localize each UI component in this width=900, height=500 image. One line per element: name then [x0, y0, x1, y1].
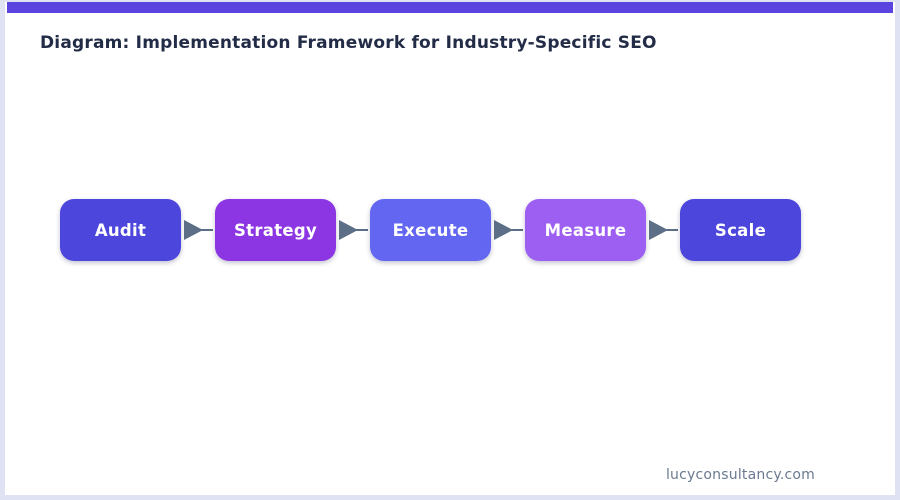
content-card: Diagram: Implementation Framework for In… — [5, 2, 895, 495]
right-arrow-icon — [494, 220, 523, 240]
flow-row: Audit Strategy Execute Measure Scale — [60, 199, 801, 261]
flow-step-execute: Execute — [370, 199, 491, 261]
top-accent-bar — [7, 2, 893, 13]
right-arrow-icon — [339, 220, 368, 240]
flow-step-audit: Audit — [60, 199, 181, 261]
flow-step-label: Strategy — [233, 220, 318, 240]
flow-step-scale: Scale — [680, 199, 801, 261]
flow-step-label: Execute — [392, 220, 469, 240]
flow-step-label: Measure — [544, 220, 627, 240]
flow-step-label: Scale — [714, 220, 767, 240]
flow-step-strategy: Strategy — [215, 199, 336, 261]
page-title: Diagram: Implementation Framework for In… — [40, 33, 657, 54]
flow-step-measure: Measure — [525, 199, 646, 261]
right-arrow-icon — [184, 220, 213, 240]
flow-step-label: Audit — [94, 220, 147, 240]
footer-domain-label: lucyconsultancy.com — [665, 467, 815, 483]
right-arrow-icon — [649, 220, 678, 240]
